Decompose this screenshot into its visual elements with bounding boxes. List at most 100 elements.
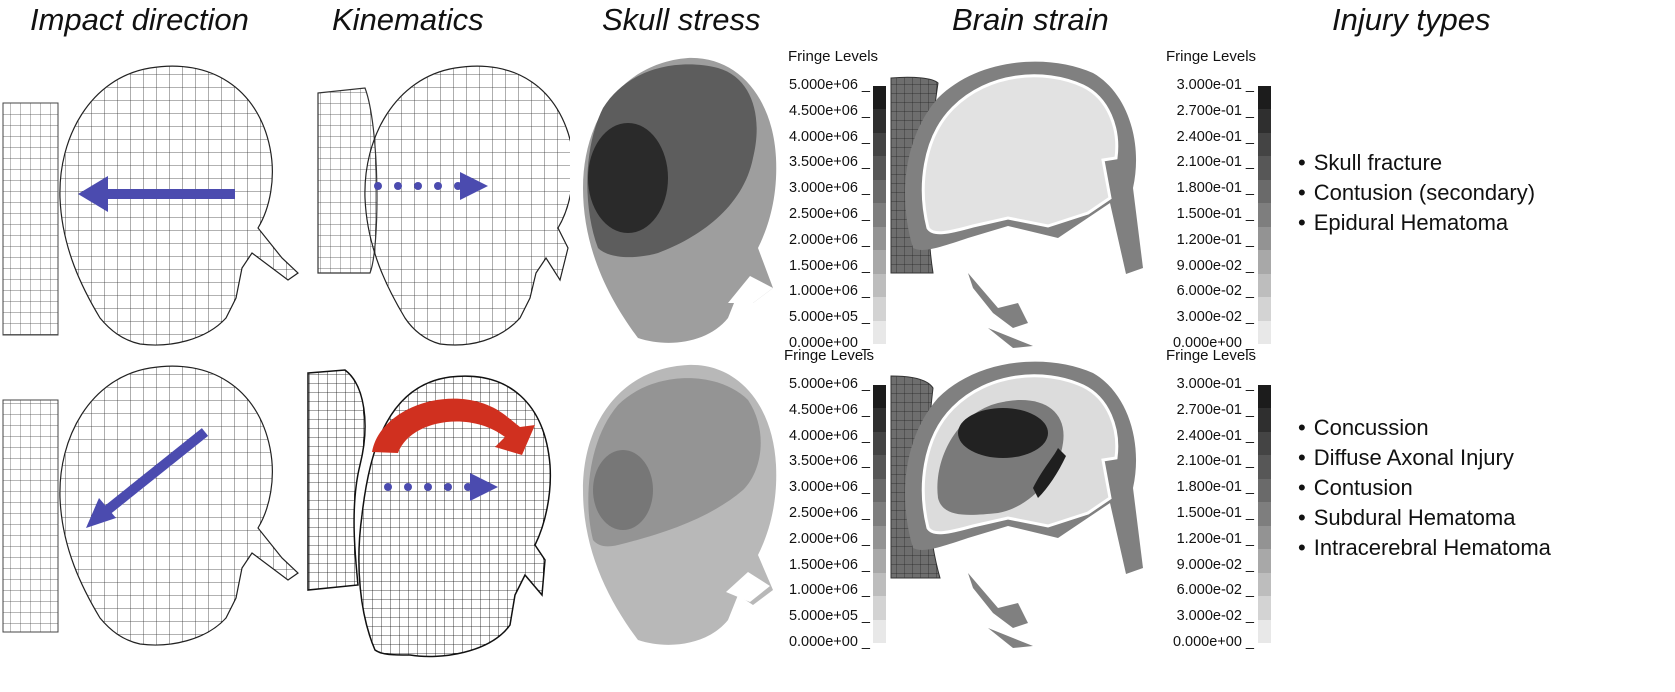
- color-scale-segment: [1258, 408, 1271, 433]
- legend-tick-label: 1.500e+06 _: [788, 556, 870, 573]
- skull-stress-row2: [583, 364, 777, 645]
- brain-strain-peak: [958, 408, 1048, 458]
- injury-list-row1: Skull fracture Contusion (secondary) Epi…: [1298, 148, 1535, 238]
- injury-item: Contusion: [1298, 473, 1551, 503]
- legend-tick-label: 0.000e+00 _: [788, 634, 870, 650]
- strain-legend-row2: Fringe Levels 3.000e-01 _2.700e-01 _2.40…: [1162, 347, 1282, 649]
- color-scale-segment: [873, 525, 886, 550]
- legend-tick-label: 4.000e+06 _: [788, 128, 870, 145]
- legend-tick-label: 5.000e+06 _: [788, 376, 870, 392]
- legend-tick-label: 1.500e-01 _: [1176, 206, 1254, 222]
- legend-tick-label: 2.400e-01 _: [1176, 427, 1254, 444]
- strain-legend-row1: Fringe Levels 3.000e-01 _2.700e-01 _2.40…: [1162, 48, 1282, 351]
- color-scale-segment: [1258, 596, 1271, 621]
- color-scale-segment: [873, 596, 886, 621]
- color-scale-segment: [1258, 320, 1271, 345]
- brain-strain-streak: [1033, 448, 1066, 498]
- legend-tick-label: 0.000e+00 _: [1172, 335, 1254, 351]
- stress-legend-row1: Fringe Levels 5.000e+06 _ 4.500e+06 _ 4.00…: [778, 48, 893, 350]
- legend-title: Fringe Levels: [788, 48, 879, 65]
- color-scale-segment: [1258, 619, 1271, 644]
- spine-section-lower: [988, 328, 1033, 348]
- spine-section-lower: [988, 628, 1033, 648]
- color-scale-segment: [1258, 549, 1271, 574]
- legend-tick-label: 6.000e-02 _: [1176, 283, 1254, 300]
- legend-tick-label: 2.400e-01 _: [1176, 128, 1254, 145]
- spine-section: [968, 273, 1028, 328]
- color-scale-segment: [873, 156, 886, 181]
- color-scale-segment: [873, 572, 886, 597]
- legend-tick-label: 4.500e+06 _: [788, 102, 870, 119]
- translation-dots: [384, 483, 472, 491]
- color-scale-bar: [873, 86, 886, 345]
- color-scale-segment: [1258, 502, 1271, 527]
- color-scale-segment: [873, 109, 886, 134]
- legend-tick-label: 1.200e-01 _: [1176, 231, 1254, 248]
- legend-tick-label: 2.500e+06 _: [788, 206, 870, 222]
- brain-strain-row2: [890, 361, 1143, 648]
- legend-tick-label: 3.000e-01 _: [1176, 376, 1254, 392]
- injury-item: Diffuse Axonal Injury: [1298, 443, 1551, 473]
- color-scale-segment: [1258, 203, 1271, 228]
- header-impact-direction: Impact direction: [30, 2, 249, 37]
- legend-tick-label: 6.000e-02 _: [1176, 582, 1254, 599]
- legend-tick-label: 3.000e-02 _: [1176, 309, 1254, 326]
- legend-title: Fringe Levels: [784, 347, 875, 364]
- legend-tick-label: 5.000e+05 _: [788, 309, 870, 326]
- color-scale-segment: [873, 431, 886, 456]
- legend-title: Fringe Levels: [1166, 347, 1257, 364]
- color-scale-segment: [1258, 109, 1271, 134]
- legend-tick-label: 3.500e+06 _: [788, 453, 870, 470]
- legend-tick-label: 3.000e-02 _: [1176, 608, 1254, 625]
- color-scale-segment: [1258, 86, 1271, 110]
- legend-tick-label: 1.800e-01 _: [1176, 180, 1254, 197]
- legend-tick-label: 5.000e+06 _: [788, 77, 870, 93]
- header-kinematics: Kinematics: [332, 2, 484, 37]
- color-scale-segment: [873, 226, 886, 251]
- legend-tick-label: 1.800e-01 _: [1176, 479, 1254, 496]
- head-mesh: [59, 65, 299, 346]
- brain-strain-row1: [890, 61, 1143, 348]
- color-scale-segment: [1258, 273, 1271, 298]
- color-scale-segment: [1258, 525, 1271, 550]
- injury-item: Subdural Hematoma: [1298, 503, 1551, 533]
- color-scale-segment: [1258, 179, 1271, 204]
- injury-item: Skull fracture: [1298, 148, 1535, 178]
- legend-tick-label: 2.100e-01 _: [1176, 453, 1254, 470]
- impactor-plate: [2, 102, 59, 336]
- impact-arrow-shaft: [101, 428, 209, 516]
- color-scale-segment: [873, 132, 886, 157]
- color-scale-bar: [1258, 86, 1271, 345]
- color-scale-segment: [873, 478, 886, 503]
- color-scale-segment: [1258, 478, 1271, 503]
- skull-stress-peak: [588, 123, 668, 233]
- color-scale-segment: [873, 179, 886, 204]
- header-brain-strain: Brain strain: [952, 2, 1109, 37]
- translation-arrow-icon: [460, 172, 488, 200]
- legend-tick-label: 3.500e+06 _: [788, 154, 870, 171]
- color-scale-bar: [873, 385, 886, 644]
- impact-panel-row2: [2, 365, 299, 646]
- legend-tick-label: 5.000e+05 _: [788, 608, 870, 625]
- impactor-plate: [2, 399, 59, 633]
- color-scale-segment: [873, 385, 886, 409]
- brain-section: [921, 74, 1119, 235]
- color-scale-segment: [873, 455, 886, 480]
- legend-tick-label: 4.000e+06 _: [788, 427, 870, 444]
- legend-tick-label: 1.500e-01 _: [1176, 505, 1254, 521]
- legend-title: Fringe Levels: [1166, 48, 1257, 65]
- color-scale-segment: [1258, 156, 1271, 181]
- color-scale-segment: [873, 273, 886, 298]
- color-scale-segment: [1258, 572, 1271, 597]
- legend-tick-label: 1.200e-01 _: [1176, 530, 1254, 547]
- legend-tick-label: 3.000e-01 _: [1176, 77, 1254, 93]
- legend-tick-label: 2.100e-01 _: [1176, 154, 1254, 171]
- header-skull-stress: Skull stress: [602, 2, 761, 37]
- color-scale-segment: [1258, 385, 1271, 409]
- legend-tick-label: 3.000e+06 _: [788, 479, 870, 496]
- legend-tick-label: 1.000e+06 _: [788, 283, 870, 300]
- kinematics-panel-row1: [317, 65, 570, 346]
- impactor-plate-deformed: [307, 369, 366, 591]
- translation-arrow-icon: [470, 473, 498, 501]
- color-scale-segment: [873, 297, 886, 322]
